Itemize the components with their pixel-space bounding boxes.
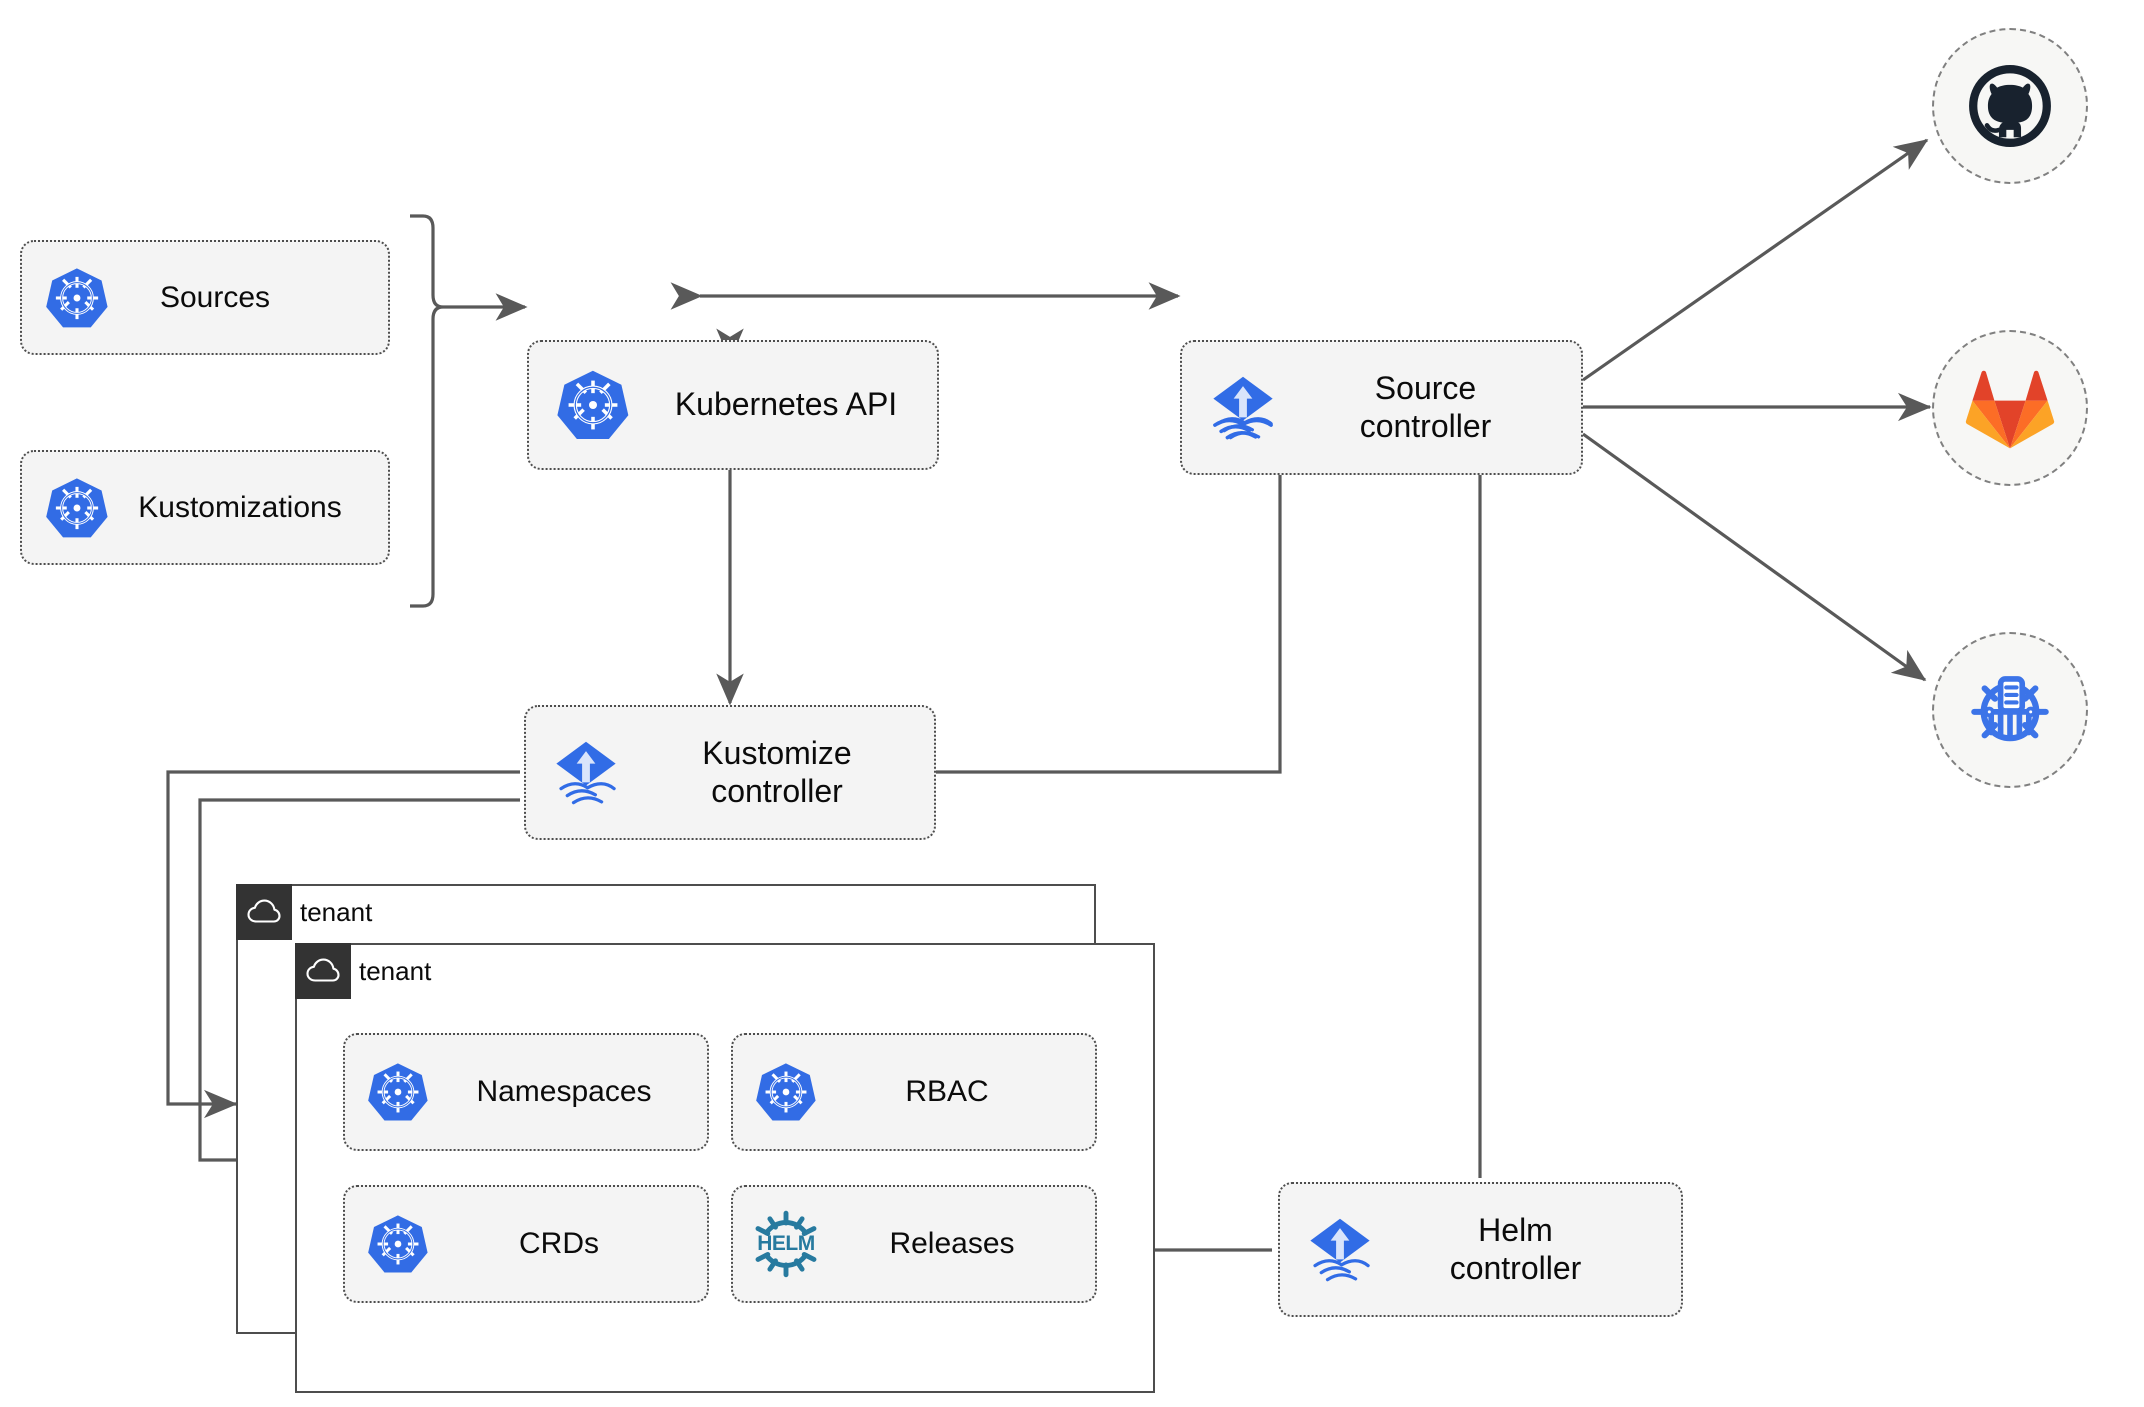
node-rbac[interactable]: RBAC bbox=[731, 1033, 1097, 1151]
node-sources[interactable]: Sources bbox=[20, 240, 390, 355]
flux-icon bbox=[1280, 1211, 1400, 1289]
node-kustomize-controller[interactable]: Kustomize controller bbox=[524, 705, 936, 840]
provider-gitlab[interactable] bbox=[1932, 330, 2088, 486]
kubernetes-icon bbox=[345, 1061, 451, 1123]
provider-bucket[interactable] bbox=[1932, 632, 2088, 788]
kubernetes-icon bbox=[529, 368, 657, 442]
node-kubernetes-api[interactable]: Kubernetes API bbox=[527, 340, 939, 470]
node-releases[interactable]: HELM Releases bbox=[731, 1185, 1097, 1303]
tenant-label-inner: tenant bbox=[359, 955, 432, 986]
provider-github[interactable] bbox=[1932, 28, 2088, 184]
node-label: Kubernetes API bbox=[674, 386, 898, 423]
github-icon bbox=[1969, 65, 2051, 147]
helm-icon: HELM bbox=[733, 1209, 839, 1279]
node-label: RBAC bbox=[905, 1075, 989, 1109]
cloud-icon bbox=[295, 943, 351, 999]
node-source-controller[interactable]: Source controller bbox=[1180, 340, 1583, 475]
kubernetes-icon bbox=[345, 1213, 451, 1275]
node-label: Releases bbox=[889, 1227, 1015, 1261]
node-label: Kustomizations bbox=[138, 490, 342, 524]
node-label: Namespaces bbox=[476, 1075, 652, 1109]
flux-icon bbox=[526, 734, 646, 812]
node-label: Kustomize controller bbox=[702, 734, 852, 809]
node-label: CRDs bbox=[519, 1227, 599, 1261]
flux-icon bbox=[1182, 369, 1304, 447]
kubernetes-icon bbox=[733, 1061, 839, 1123]
kubernetes-icon bbox=[22, 476, 132, 540]
node-label: Helm controller bbox=[1449, 1211, 1582, 1286]
helm-wordmark: HELM bbox=[757, 1232, 815, 1255]
node-kustomizations[interactable]: Kustomizations bbox=[20, 450, 390, 565]
node-helm-controller[interactable]: Helm controller bbox=[1278, 1182, 1683, 1317]
node-label: Sources bbox=[159, 280, 271, 314]
node-namespaces[interactable]: Namespaces bbox=[343, 1033, 709, 1151]
cloud-icon bbox=[236, 884, 292, 940]
node-label: Source controller bbox=[1359, 369, 1492, 444]
bucket-icon bbox=[1971, 676, 2049, 742]
gitlab-icon bbox=[1965, 370, 2055, 449]
tenant-label-outer: tenant bbox=[300, 896, 373, 927]
tenant-container-inner[interactable]: tenant bbox=[295, 943, 1155, 1393]
kubernetes-icon bbox=[22, 266, 132, 330]
node-crds[interactable]: CRDs bbox=[343, 1185, 709, 1303]
